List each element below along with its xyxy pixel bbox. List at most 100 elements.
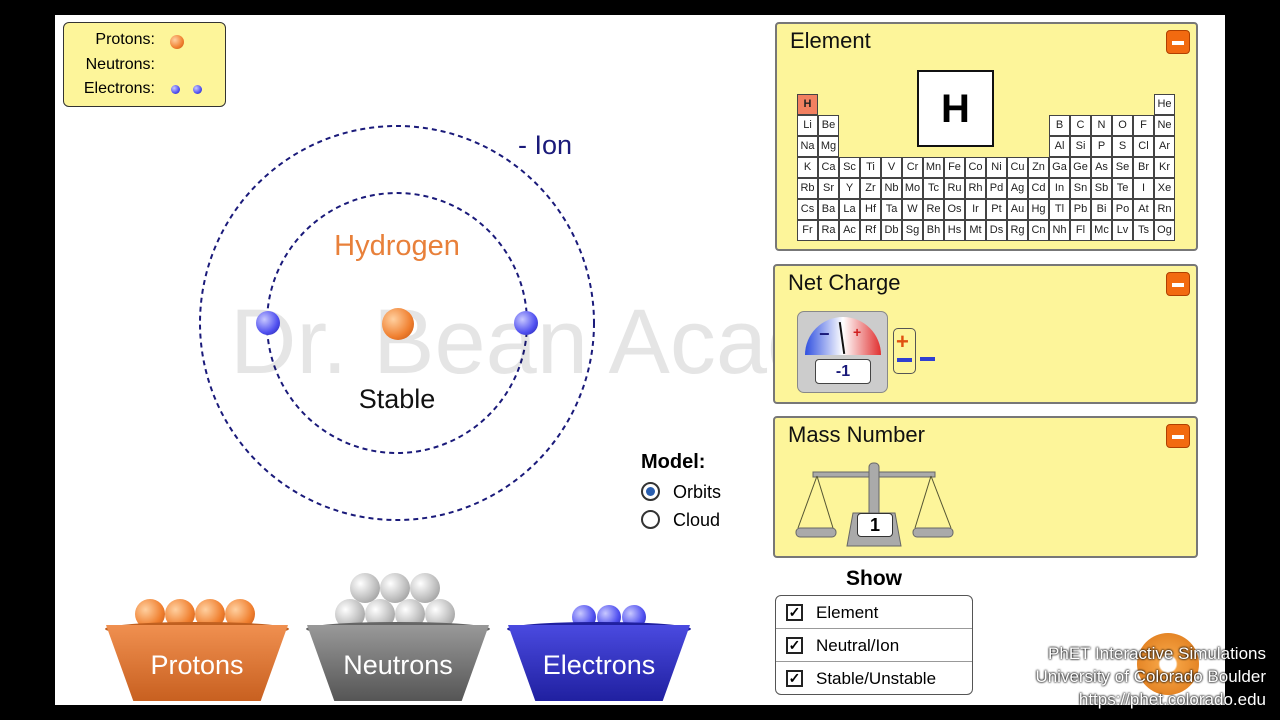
element-cell-Sr[interactable]: Sr [818,178,839,199]
element-cell-Ac[interactable]: Ac [839,220,860,241]
neutrons-bucket[interactable]: Neutrons [307,625,489,701]
element-cell-S[interactable]: S [1112,136,1133,157]
element-cell-Ti[interactable]: Ti [860,157,881,178]
element-cell-Be[interactable]: Be [818,115,839,136]
electrons-bucket[interactable]: Electrons [508,625,690,701]
element-cell-Mg[interactable]: Mg [818,136,839,157]
bucket-neutron[interactable] [410,573,440,603]
element-cell-Ru[interactable]: Ru [944,178,965,199]
checkbox-stable-unstable[interactable]: ✓ [786,670,803,687]
element-cell-He[interactable]: He [1154,94,1175,115]
element-cell-At[interactable]: At [1133,199,1154,220]
element-cell-Hs[interactable]: Hs [944,220,965,241]
element-cell-P[interactable]: P [1091,136,1112,157]
element-cell-Po[interactable]: Po [1112,199,1133,220]
element-cell-Bh[interactable]: Bh [923,220,944,241]
element-cell-Au[interactable]: Au [1007,199,1028,220]
collapse-net-charge-button[interactable] [1166,272,1190,296]
nucleus-proton[interactable] [382,308,414,340]
element-cell-K[interactable]: K [797,157,818,178]
element-cell-Tl[interactable]: Tl [1049,199,1070,220]
checkbox-neutral-ion[interactable]: ✓ [786,637,803,654]
element-cell-Br[interactable]: Br [1133,157,1154,178]
bucket-neutron[interactable] [380,573,410,603]
element-cell-Ag[interactable]: Ag [1007,178,1028,199]
element-cell-Sc[interactable]: Sc [839,157,860,178]
element-cell-Ge[interactable]: Ge [1070,157,1091,178]
element-cell-Nh[interactable]: Nh [1049,220,1070,241]
collapse-element-button[interactable] [1166,30,1190,54]
element-cell-Cn[interactable]: Cn [1028,220,1049,241]
element-cell-Sg[interactable]: Sg [902,220,923,241]
element-cell-Fl[interactable]: Fl [1070,220,1091,241]
element-cell-Fe[interactable]: Fe [944,157,965,178]
element-cell-Xe[interactable]: Xe [1154,178,1175,199]
element-cell-Rh[interactable]: Rh [965,178,986,199]
protons-bucket[interactable]: Protons [106,625,288,701]
element-cell-Og[interactable]: Og [1154,220,1175,241]
element-cell-Ca[interactable]: Ca [818,157,839,178]
element-cell-F[interactable]: F [1133,115,1154,136]
element-cell-Te[interactable]: Te [1112,178,1133,199]
element-cell-Ga[interactable]: Ga [1049,157,1070,178]
element-cell-Mc[interactable]: Mc [1091,220,1112,241]
element-cell-Fr[interactable]: Fr [797,220,818,241]
radio-orbits[interactable] [641,482,660,501]
element-cell-Pd[interactable]: Pd [986,178,1007,199]
element-cell-Rb[interactable]: Rb [797,178,818,199]
element-cell-Li[interactable]: Li [797,115,818,136]
checkbox-element[interactable]: ✓ [786,604,803,621]
element-cell-Pb[interactable]: Pb [1070,199,1091,220]
element-cell-V[interactable]: V [881,157,902,178]
element-cell-Cd[interactable]: Cd [1028,178,1049,199]
element-cell-Ts[interactable]: Ts [1133,220,1154,241]
element-cell-N[interactable]: N [1091,115,1112,136]
element-cell-Bi[interactable]: Bi [1091,199,1112,220]
show-element-row[interactable]: ✓Element [776,596,972,629]
element-cell-Na[interactable]: Na [797,136,818,157]
element-cell-W[interactable]: W [902,199,923,220]
element-cell-Ar[interactable]: Ar [1154,136,1175,157]
element-cell-Ra[interactable]: Ra [818,220,839,241]
element-cell-Tc[interactable]: Tc [923,178,944,199]
phet-url[interactable]: https://phet.colorado.edu [1078,690,1266,709]
element-cell-C[interactable]: C [1070,115,1091,136]
option-orbits[interactable]: Orbits [673,482,722,502]
element-cell-I[interactable]: I [1133,178,1154,199]
element-cell-Ir[interactable]: Ir [965,199,986,220]
element-cell-Nb[interactable]: Nb [881,178,902,199]
element-cell-Cs[interactable]: Cs [797,199,818,220]
element-cell-Rf[interactable]: Rf [860,220,881,241]
element-cell-Sn[interactable]: Sn [1070,178,1091,199]
element-cell-O[interactable]: O [1112,115,1133,136]
element-cell-H[interactable]: H [797,94,818,115]
element-cell-Co[interactable]: Co [965,157,986,178]
element-cell-In[interactable]: In [1049,178,1070,199]
element-cell-Db[interactable]: Db [881,220,902,241]
element-cell-Ds[interactable]: Ds [986,220,1007,241]
element-cell-Cu[interactable]: Cu [1007,157,1028,178]
element-cell-Mt[interactable]: Mt [965,220,986,241]
element-cell-As[interactable]: As [1091,157,1112,178]
element-cell-Ta[interactable]: Ta [881,199,902,220]
show-stable-row[interactable]: ✓Stable/Unstable [776,662,972,694]
element-cell-Re[interactable]: Re [923,199,944,220]
element-cell-B[interactable]: B [1049,115,1070,136]
element-cell-Rn[interactable]: Rn [1154,199,1175,220]
show-neutral-ion-row[interactable]: ✓Neutral/Ion [776,629,972,662]
element-cell-Zr[interactable]: Zr [860,178,881,199]
radio-cloud[interactable] [641,510,660,529]
element-cell-Zn[interactable]: Zn [1028,157,1049,178]
element-cell-Ba[interactable]: Ba [818,199,839,220]
element-cell-Lv[interactable]: Lv [1112,220,1133,241]
element-cell-Cl[interactable]: Cl [1133,136,1154,157]
bucket-neutron[interactable] [350,573,380,603]
element-cell-Pt[interactable]: Pt [986,199,1007,220]
electron[interactable] [514,311,538,335]
collapse-mass-number-button[interactable] [1166,424,1190,448]
element-cell-Sb[interactable]: Sb [1091,178,1112,199]
electron[interactable] [256,311,280,335]
element-cell-Ne[interactable]: Ne [1154,115,1175,136]
element-cell-Mn[interactable]: Mn [923,157,944,178]
element-cell-Rg[interactable]: Rg [1007,220,1028,241]
